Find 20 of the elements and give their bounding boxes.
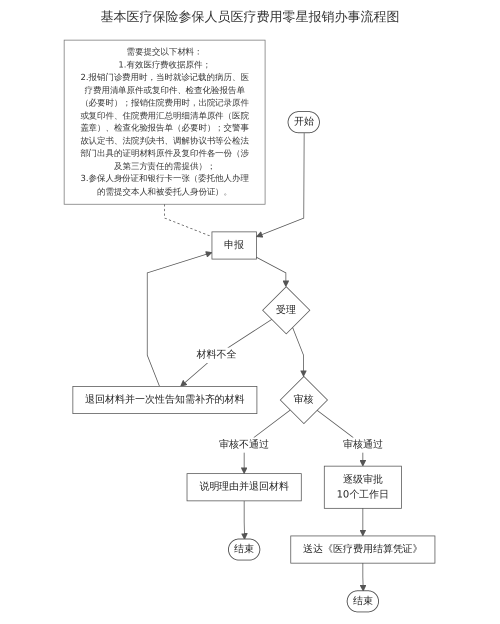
- node-box: 需要提交以下材料： 1.有效医疗费收据原件； 2.报销门诊费用时，当时就诊记载的病历、医疗费用清单原件或复印件、检查化验报告单（必要时）；报销住院费用时，出院记录原件或复印件、住院费用汇总明细清单原件（医院盖章）、检查化验报告单（必要时）；交警事故认定书、法院判决书、调解协议书等公检法部门出具的证明材料原件及复印件各一份（涉及第三方责任的需提供）； 3.参保人身份证和银行卡一张（委托他人办理的需提交本人和被委托人身份证）。: [64, 40, 266, 205]
- node-diamond: 审核: [280, 376, 328, 424]
- arrow: [292, 326, 308, 377]
- edge-label: 审核不通过: [220, 438, 270, 450]
- node-box: 申报: [212, 231, 258, 260]
- arrow: [360, 508, 367, 536]
- node-box: 说明理由并退回材料: [187, 473, 302, 502]
- edge-label: 材料不全: [197, 349, 237, 361]
- arrow: [256, 256, 290, 287]
- arrow: [147, 251, 213, 387]
- edge-label: 审核通过: [343, 438, 384, 450]
- arrow: [360, 562, 367, 592]
- arrow: [180, 319, 272, 387]
- node-box: 逐级审批 10个工作日: [324, 466, 402, 509]
- node-diamond: 受理: [262, 286, 311, 334]
- arrow: [256, 132, 305, 238]
- arrow: [241, 500, 248, 540]
- diagram-title: 基本医疗保险参保人员医疗费用零星报销办事流程图: [100, 9, 400, 26]
- node-box: 退回材料并一次性告知需补齐的材料: [72, 386, 258, 414]
- node-box: 送达《医疗费用结算凭证》: [290, 536, 436, 564]
